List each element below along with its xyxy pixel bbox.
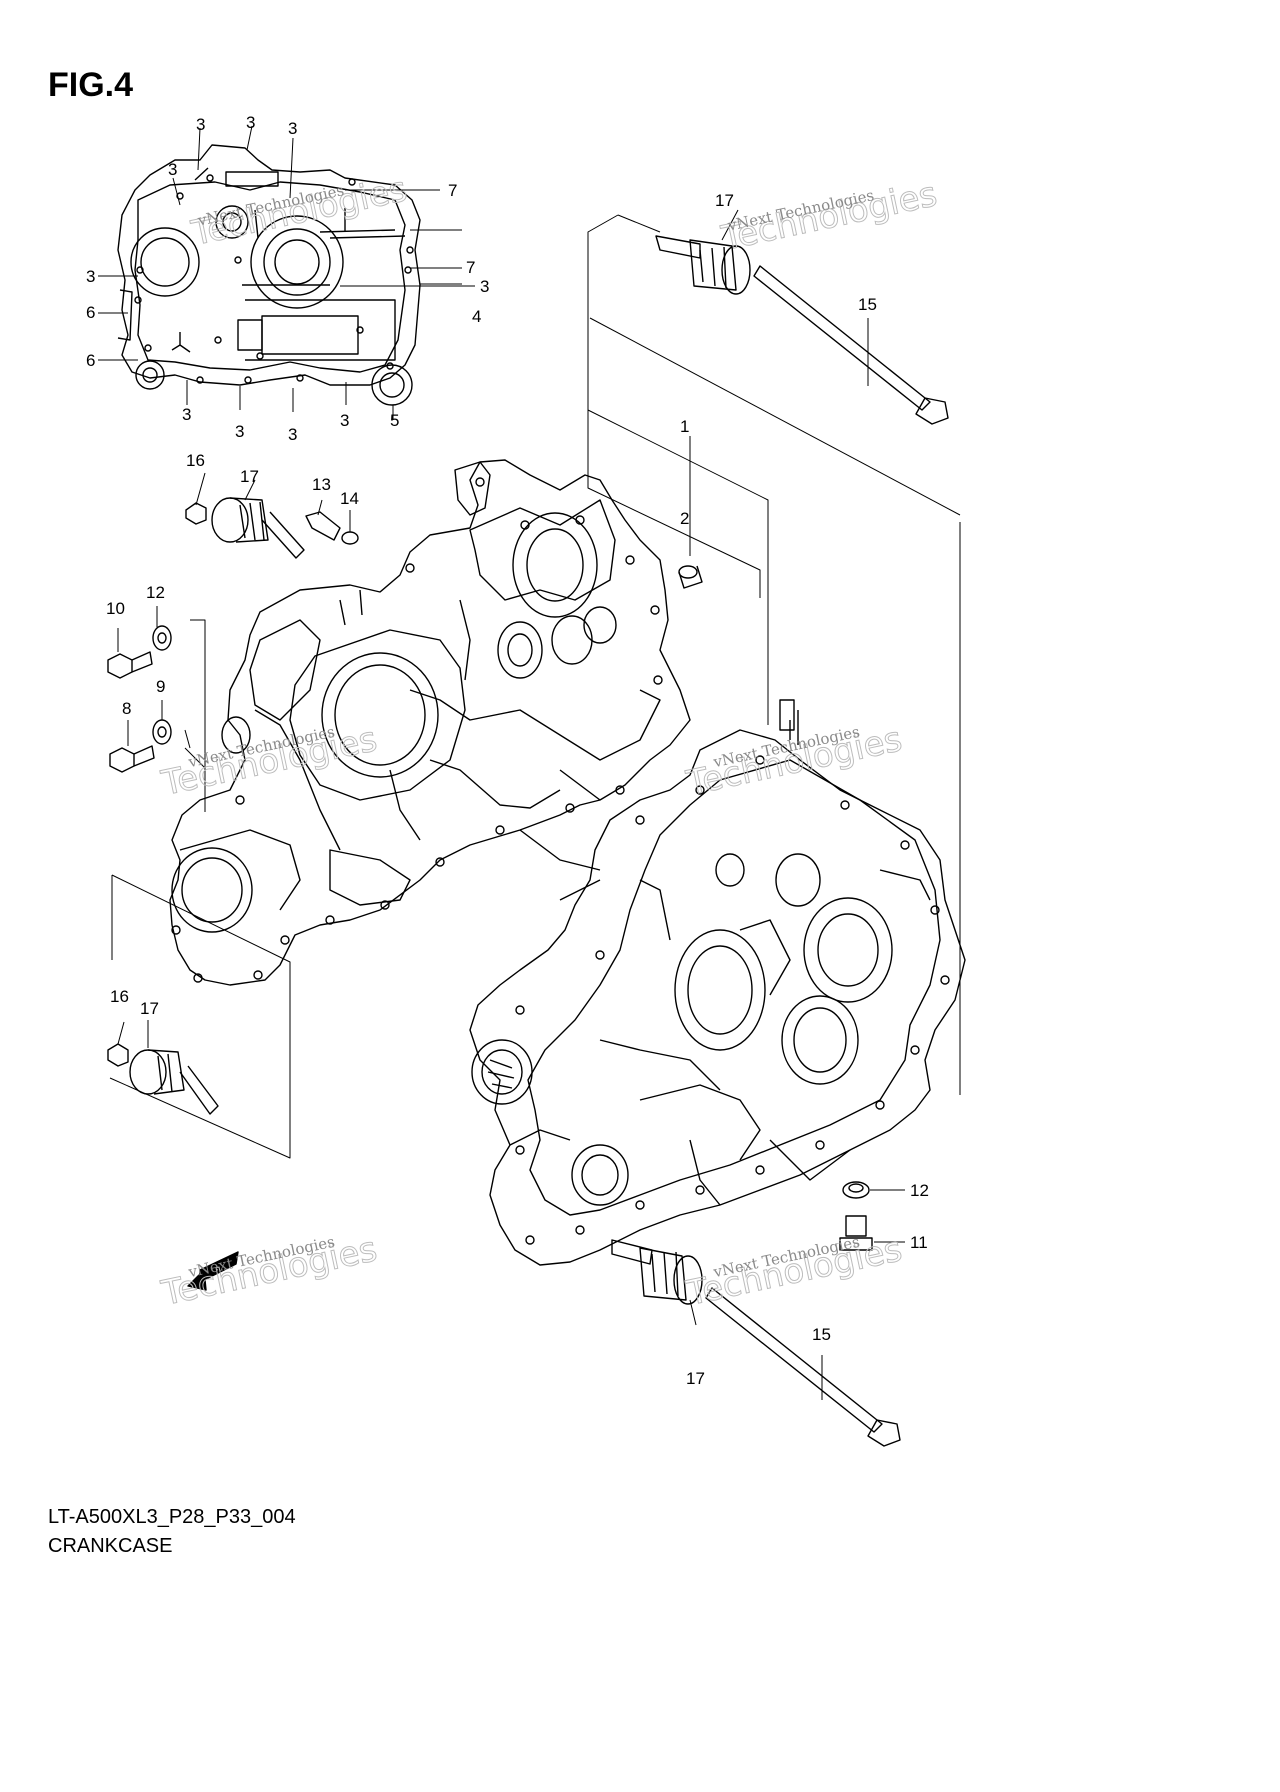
bearing-17-lower bbox=[129, 1049, 219, 1115]
bolt-8 bbox=[109, 745, 155, 773]
callout-6: 6 bbox=[86, 351, 95, 370]
callout-14: 14 bbox=[340, 489, 359, 508]
bearing-17-upper bbox=[211, 497, 305, 559]
crankcase-right-half bbox=[469, 699, 966, 1266]
callout-8: 8 bbox=[122, 699, 131, 718]
callout-3: 3 bbox=[480, 277, 489, 296]
callout-6: 6 bbox=[86, 303, 95, 322]
callout-16: 16 bbox=[110, 987, 129, 1006]
callout-3: 3 bbox=[196, 115, 205, 134]
callout-3: 3 bbox=[288, 119, 297, 138]
bolt-10 bbox=[107, 651, 153, 679]
callout-12: 12 bbox=[910, 1181, 929, 1200]
callout-13: 13 bbox=[312, 475, 331, 494]
drain-plug-11 bbox=[839, 1215, 873, 1251]
callout-3: 3 bbox=[168, 160, 177, 179]
part-group-name: CRANKCASE bbox=[48, 1535, 173, 1557]
callout-10: 10 bbox=[106, 599, 125, 618]
bearing-17-bottom-right bbox=[611, 1239, 703, 1305]
callout-3: 3 bbox=[235, 422, 244, 441]
callout-11: 11 bbox=[910, 1233, 928, 1252]
crankcase-left-half bbox=[169, 459, 691, 986]
bolt-15-top bbox=[753, 265, 949, 425]
plug-16-lower bbox=[107, 1043, 129, 1067]
callout-17: 17 bbox=[140, 999, 159, 1018]
callout-7: 7 bbox=[466, 258, 475, 277]
leader-lines bbox=[109, 209, 961, 1400]
bolt-15-bottom bbox=[705, 1287, 901, 1447]
bearing-17-top-right bbox=[655, 235, 751, 295]
front-arrow bbox=[187, 1251, 239, 1291]
washer-9 bbox=[152, 719, 172, 745]
callout-3: 3 bbox=[182, 405, 191, 424]
callout-numbers: 3 3 3 3 3 6 6 7 7 3 4 3 3 3 3 5 17 15 1 … bbox=[86, 113, 929, 1388]
oil-jet-13 bbox=[305, 511, 341, 541]
washer-12-upper bbox=[152, 625, 172, 651]
plug-16-upper bbox=[185, 502, 207, 525]
callout-3: 3 bbox=[86, 267, 95, 286]
callout-3: 3 bbox=[340, 411, 349, 430]
callout-15: 15 bbox=[812, 1325, 831, 1344]
callout-17: 17 bbox=[240, 467, 259, 486]
model-code: LT-A500XL3_P28_P33_004 bbox=[48, 1506, 296, 1528]
washer-12-lower bbox=[842, 1181, 870, 1199]
callout-12: 12 bbox=[146, 583, 165, 602]
inset-leaders bbox=[98, 125, 475, 420]
callout-17: 17 bbox=[686, 1369, 705, 1388]
callout-2: 2 bbox=[680, 509, 689, 528]
callout-3: 3 bbox=[288, 425, 297, 444]
o-ring-14 bbox=[341, 531, 359, 545]
callout-1: 1 bbox=[680, 417, 689, 436]
callout-16: 16 bbox=[186, 451, 205, 470]
callout-17: 17 bbox=[715, 191, 734, 210]
dowel-pin-2 bbox=[678, 565, 703, 589]
callout-7: 7 bbox=[448, 181, 457, 200]
callout-15: 15 bbox=[858, 295, 877, 314]
figure-title: FIG.4 bbox=[48, 66, 134, 104]
inset-crankcase-view bbox=[117, 144, 421, 406]
callout-9: 9 bbox=[156, 677, 165, 696]
callout-4: 4 bbox=[472, 307, 481, 326]
callout-5: 5 bbox=[390, 411, 399, 430]
callout-3: 3 bbox=[246, 113, 255, 132]
